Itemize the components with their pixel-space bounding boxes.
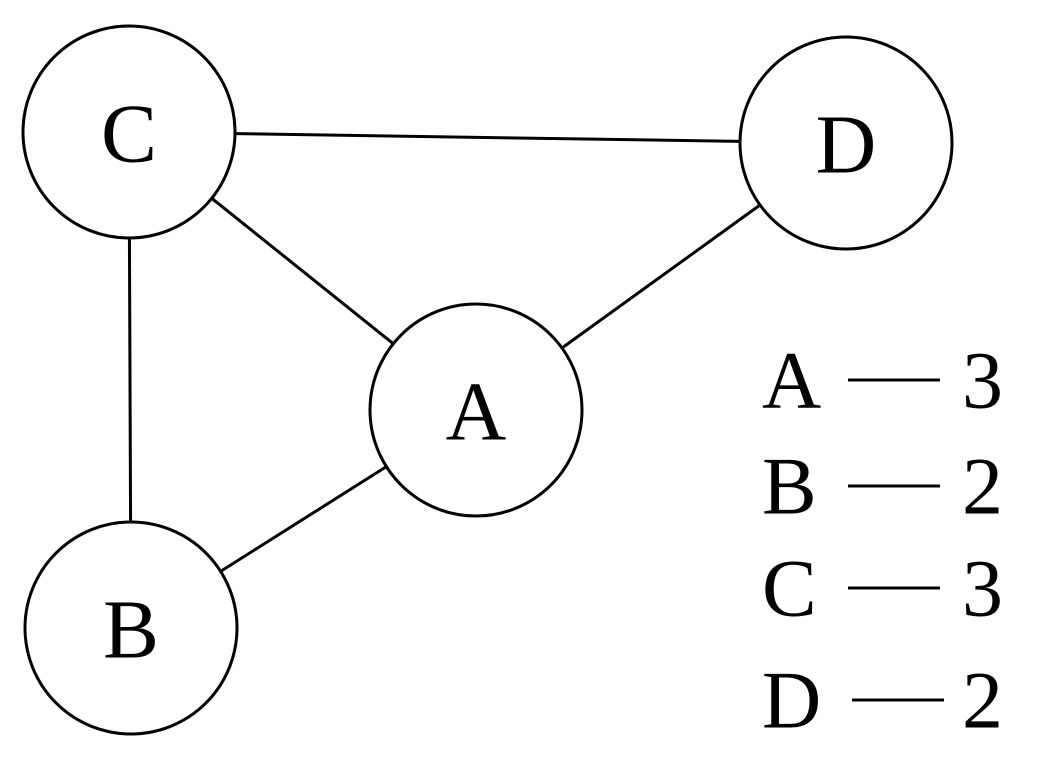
node-circle <box>21 24 237 240</box>
node-circle <box>368 302 584 518</box>
degree-value: 3 <box>962 335 1003 426</box>
degree-row-c: C 3 <box>762 543 1003 634</box>
node-circle <box>738 35 954 251</box>
node-circle <box>23 520 239 736</box>
degree-node-label: B <box>762 441 817 532</box>
edge-c-b <box>127 237 133 523</box>
edge-c-d <box>234 132 741 143</box>
degree-row-a: A 3 <box>762 335 1003 426</box>
edges <box>127 132 761 573</box>
degree-node-label: C <box>762 543 817 634</box>
degree-value: 2 <box>962 655 1003 746</box>
degree-row-b: B 2 <box>762 441 1003 532</box>
node-a: A <box>368 302 584 518</box>
node-label: A <box>446 366 507 459</box>
degree-node-label: A <box>762 335 821 426</box>
node-c: C <box>21 24 237 240</box>
edge-a-d <box>561 203 761 350</box>
node-d: D <box>738 35 954 251</box>
edge-a-b <box>219 465 388 573</box>
node-label: B <box>103 584 159 677</box>
degree-value: 3 <box>962 543 1003 634</box>
node-label: D <box>816 99 877 192</box>
node-b: B <box>23 520 239 736</box>
degree-list: A 3 B 2 C 3 D 2 <box>762 335 1003 746</box>
edge-c-a <box>210 197 395 345</box>
node-label: C <box>101 88 157 181</box>
degree-row-d: D 2 <box>762 655 1003 746</box>
degree-value: 2 <box>962 441 1003 532</box>
degree-node-label: D <box>762 655 821 746</box>
